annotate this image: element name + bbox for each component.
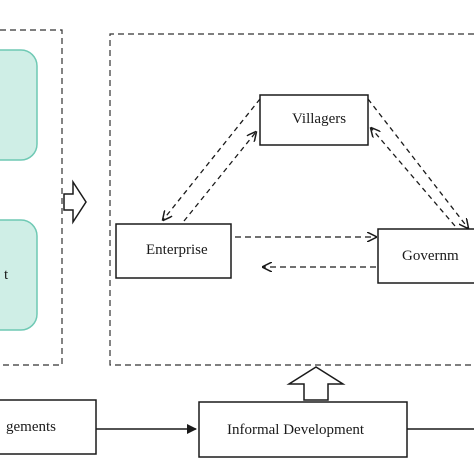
left-box-label: t bbox=[4, 267, 9, 283]
informal-development-box bbox=[198, 401, 408, 458]
arrangements-box bbox=[0, 399, 97, 455]
government-box bbox=[377, 228, 474, 284]
arrow-government-to-villagers bbox=[371, 128, 456, 227]
green-box-bottom bbox=[0, 219, 38, 331]
hollow-arrow-right bbox=[63, 179, 87, 225]
enterprise-label: Enterprise bbox=[146, 242, 208, 258]
arrow-villagers-to-government bbox=[367, 98, 468, 228]
villagers-box bbox=[259, 94, 369, 146]
right-dashed-panel bbox=[109, 33, 474, 366]
hollow-arrow-up bbox=[286, 366, 346, 401]
enterprise-box bbox=[115, 223, 232, 279]
government-label: Governm bbox=[402, 248, 459, 264]
left-dashed-panel bbox=[0, 29, 63, 366]
informal-development-label: Informal Development bbox=[227, 422, 365, 438]
arrow-villagers-to-enterprise bbox=[163, 98, 261, 220]
arrangements-label: gements bbox=[6, 419, 56, 435]
green-box-top bbox=[0, 49, 38, 161]
villagers-label: Villagers bbox=[292, 111, 347, 127]
arrow-enterprise-to-villagers bbox=[183, 132, 256, 222]
